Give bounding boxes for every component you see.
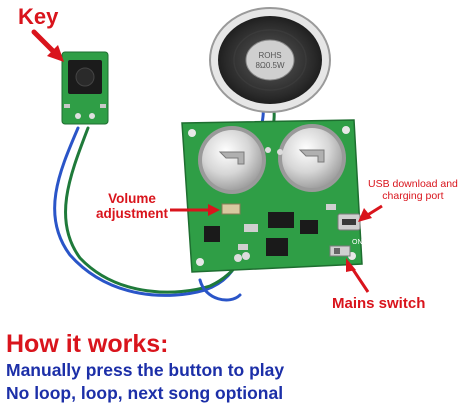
volume-label-line1: Volume — [108, 191, 156, 206]
volume-potentiometer — [221, 203, 241, 215]
key-wires — [53, 126, 246, 302]
usb-arrow — [358, 204, 383, 222]
speaker: ROHS 8Ω0.5W — [209, 7, 331, 113]
how-it-works-title: How it works: — [6, 330, 169, 358]
coin-cell-left — [198, 126, 266, 194]
mains-switch-label: Mains switch — [332, 295, 426, 312]
usb-label-line2: charging port — [382, 190, 444, 202]
coin-cell-right — [278, 124, 346, 192]
volume-label-line2: adjustment — [96, 206, 169, 221]
key-arrow — [31, 29, 64, 62]
key-label: Key — [18, 4, 59, 29]
main-board: ON — [181, 119, 363, 273]
speaker-rohs-marking: ROHS — [258, 51, 281, 60]
mains-arrow — [346, 258, 370, 293]
volume-arrow — [170, 204, 220, 216]
usb-label-line1: USB download and — [368, 178, 458, 190]
usb-port-label: USB download and charging port — [368, 178, 458, 202]
how-it-works-line-2: No loop, loop, next song optional — [6, 383, 284, 403]
how-it-works-line-1: Manually press the button to play — [6, 360, 285, 380]
key-board — [61, 51, 109, 125]
speaker-rating-marking: 8Ω0.5W — [255, 61, 285, 70]
switch-on-marking: ON — [352, 239, 363, 246]
volume-adjustment-label: Volume adjustment — [96, 191, 168, 221]
